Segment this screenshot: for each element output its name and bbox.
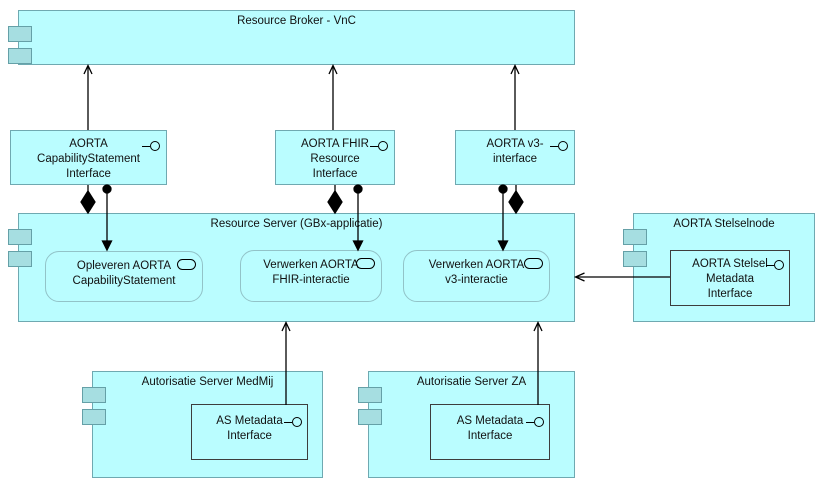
interface-label: AORTA Stelsel Metadata Interface (692, 258, 768, 300)
interface-icon (550, 141, 568, 151)
connector-fhir-to-broker (328, 63, 338, 130)
component-icon (8, 229, 32, 273)
interface-icon (284, 417, 302, 427)
interface-label: AORTA v3- interface (486, 138, 544, 165)
function-label: Opleveren AORTA CapabilityStatement (72, 260, 176, 287)
composition-v3 (508, 185, 524, 215)
interface-icon (142, 141, 160, 151)
component-icon (623, 229, 647, 273)
node-aorta-v3-interface: AORTA v3- interface (455, 130, 575, 185)
stelselnode-title: AORTA Stelselnode (673, 218, 775, 230)
component-icon (8, 26, 32, 70)
node-as-metadata-interface-medmij: AS Metadata Interface (191, 404, 308, 460)
composition-fhir (327, 185, 343, 215)
node-aorta-fhir-resource-interface: AORTA FHIR Resource Interface (275, 130, 395, 185)
interface-label: AORTA CapabilityStatement Interface (37, 138, 140, 180)
component-icon (358, 387, 382, 431)
connector-v3-to-broker (510, 63, 520, 130)
function-verwerken-aorta-fhir-interactie: Verwerken AORTA FHIR-interactie (240, 250, 382, 302)
function-verwerken-aorta-v3-interactie: Verwerken AORTA v3-interactie (403, 250, 550, 302)
function-label: Verwerken AORTA FHIR-interactie (263, 259, 359, 286)
node-resource-broker: Resource Broker - VnC (8, 10, 575, 65)
node-as-metadata-interface-za: AS Metadata Interface (430, 404, 550, 460)
interface-icon (526, 417, 544, 427)
function-label: Verwerken AORTA v3-interactie (428, 259, 525, 286)
function-opleveren-aorta-capabilitystatement: Opleveren AORTA CapabilityStatement (45, 251, 203, 302)
interface-label: AS Metadata Interface (216, 415, 283, 442)
autorisatie-server-za-title: Autorisatie Server ZA (416, 376, 527, 388)
node-aorta-stelsel-metadata-interface: AORTA Stelsel Metadata Interface (670, 250, 790, 306)
node-aorta-capabilitystatement-interface: AORTA CapabilityStatement Interface (10, 130, 167, 185)
resource-server-title: Resource Server (GBx-applicatie) (210, 218, 383, 230)
application-service-icon (356, 258, 375, 269)
component-icon (82, 387, 106, 431)
interface-icon (766, 260, 784, 270)
autorisatie-server-medmij-title: Autorisatie Server MedMij (141, 376, 274, 388)
interface-icon (370, 141, 388, 151)
interface-label: AS Metadata Interface (456, 415, 524, 442)
resource-broker-title: Resource Broker - VnC (237, 15, 356, 27)
composition-capability (80, 185, 96, 215)
connector-capability-to-broker (83, 63, 93, 130)
application-service-icon (177, 259, 196, 270)
application-service-icon (524, 258, 543, 269)
interface-label: AORTA FHIR Resource Interface (301, 138, 369, 180)
